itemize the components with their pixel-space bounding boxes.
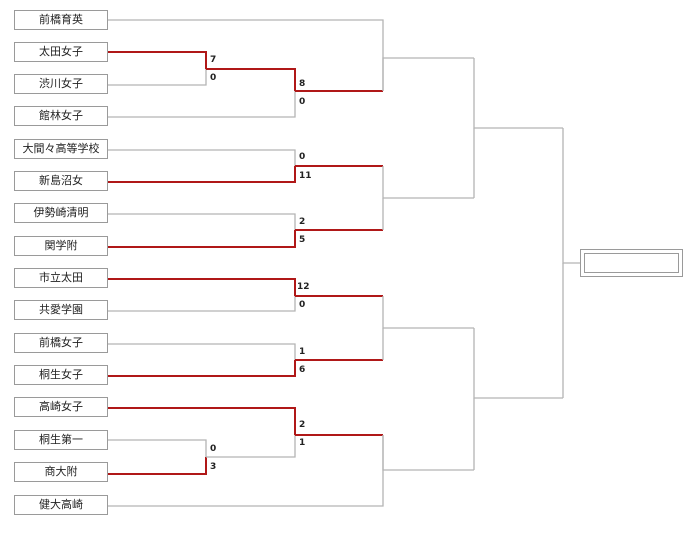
line-qf-1 [382, 57, 474, 91]
team-6: 新島沼女 [14, 171, 108, 191]
score-m2-top: 0 [299, 152, 306, 162]
score-m2-bottom: 11 [299, 171, 312, 181]
team-15: 商大附 [14, 462, 108, 482]
score-m3-top: 2 [299, 217, 306, 227]
line-team-14 [108, 439, 207, 457]
line-team-12 [108, 360, 296, 377]
line-team-7 [108, 213, 296, 230]
line-qf-4 [382, 435, 474, 471]
line-team-6 [108, 166, 296, 183]
score-r1b-bottom: 3 [210, 462, 217, 472]
team-11: 前橋女子 [14, 333, 108, 353]
score-m6-top: 2 [299, 420, 306, 430]
line-team-15 [108, 457, 207, 475]
team-5: 大間々高等学校 [14, 139, 108, 159]
score-m4-bottom: 0 [299, 300, 306, 310]
score-m6-bottom: 1 [299, 438, 306, 448]
score-r1a-top: 7 [210, 55, 217, 65]
line-team-9 [108, 278, 296, 296]
line-final [562, 128, 580, 264]
score-m1-bottom: 0 [299, 97, 306, 107]
team-7: 伊勢崎清明 [14, 203, 108, 223]
team-8: 関学附 [14, 236, 108, 256]
score-m5-top: 1 [299, 347, 306, 357]
score-r1b-top: 0 [210, 444, 217, 454]
champion-box [580, 249, 683, 277]
line-qf-3 [382, 296, 474, 329]
team-4: 館林女子 [14, 106, 108, 126]
line-team-1 [108, 19, 384, 91]
line-team-10 [108, 296, 296, 312]
score-m1-top: 8 [299, 79, 306, 89]
team-3: 渋川女子 [14, 74, 108, 94]
line-r1a-winner [206, 68, 296, 91]
line-sf-1 [473, 58, 563, 129]
team-14: 桐生第一 [14, 430, 108, 450]
score-m4-top: 12 [297, 282, 310, 292]
team-1: 前橋育英 [14, 10, 108, 30]
score-r1a-bottom: 0 [210, 73, 217, 83]
line-qf-2 [382, 166, 474, 199]
team-12: 桐生女子 [14, 365, 108, 385]
line-team-2 [108, 51, 207, 69]
team-10: 共愛学園 [14, 300, 108, 320]
line-team-3 [108, 69, 207, 86]
line-r1b-winner [206, 435, 296, 458]
champion-slot [584, 253, 679, 273]
line-team-13 [108, 407, 296, 435]
line-team-11 [108, 343, 296, 360]
team-13: 高崎女子 [14, 397, 108, 417]
team-9: 市立太田 [14, 268, 108, 288]
team-16: 健大高崎 [14, 495, 108, 515]
line-sf-2 [473, 328, 563, 399]
score-m5-bottom: 6 [299, 365, 306, 375]
team-2: 太田女子 [14, 42, 108, 62]
line-team-16 [108, 435, 384, 507]
score-m3-bottom: 5 [299, 235, 306, 245]
line-team-5 [108, 149, 296, 166]
line-team-4 [108, 91, 296, 118]
line-team-8 [108, 230, 296, 248]
